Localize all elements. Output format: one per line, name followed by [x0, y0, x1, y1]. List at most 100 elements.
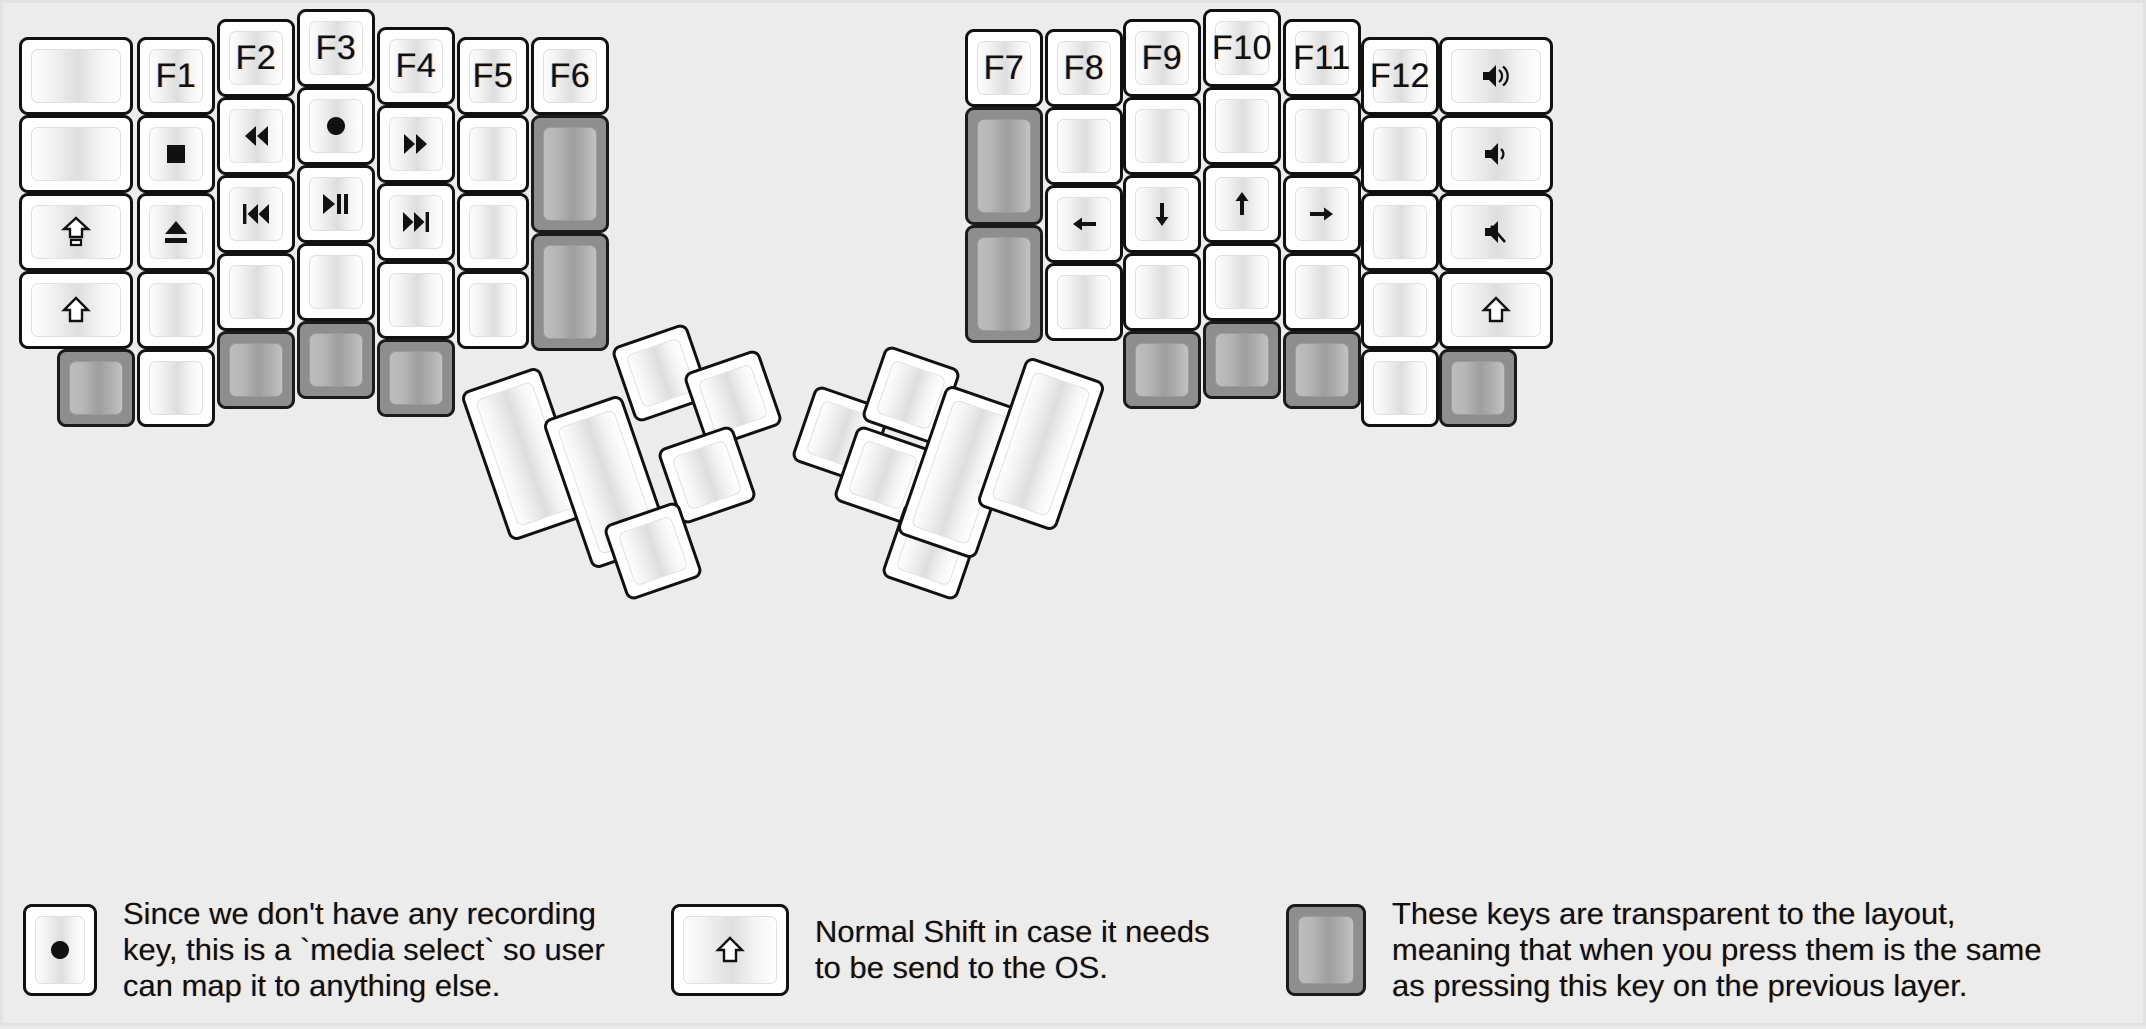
key-label: F10: [1211, 29, 1273, 67]
key-blank[interactable]: [19, 37, 133, 115]
keycap-surface: [389, 273, 443, 327]
key-f1[interactable]: F1: [137, 37, 215, 115]
keycap-surface: [1451, 49, 1541, 103]
transparent-key[interactable]: [1123, 331, 1201, 409]
keycap-surface: [1451, 205, 1541, 259]
transparent-key[interactable]: [1203, 321, 1281, 399]
key-blank[interactable]: [1123, 253, 1201, 331]
media-playpause-icon: [321, 189, 351, 219]
key-blank[interactable]: [1123, 97, 1201, 175]
keycap-surface: [543, 245, 597, 339]
key-blank[interactable]: [19, 115, 133, 193]
key-blank[interactable]: [457, 115, 529, 193]
key-blank[interactable]: [457, 271, 529, 349]
key-media-rewind[interactable]: [217, 97, 295, 175]
key-f6[interactable]: F6: [531, 37, 609, 115]
keycap-surface: [1135, 343, 1189, 397]
keycap-surface: [389, 351, 443, 405]
key-f7[interactable]: F7: [965, 29, 1043, 107]
key-media-next-track[interactable]: [377, 183, 455, 261]
transparent-key[interactable]: [1283, 331, 1361, 409]
key-blank[interactable]: [1361, 115, 1439, 193]
transparent-key[interactable]: [57, 349, 135, 427]
arrow-left-icon: [1069, 209, 1099, 239]
legend-transparent-keys: These keys are transparent to the layout…: [1286, 871, 2042, 1029]
transparent-key[interactable]: [965, 107, 1043, 225]
key-arrow-right[interactable]: [1283, 175, 1361, 253]
key-blank[interactable]: [137, 349, 215, 427]
key-label: F2: [235, 39, 277, 77]
key-volume-up[interactable]: [1439, 37, 1553, 115]
legend-transparent-keys-swatch[interactable]: [1286, 904, 1366, 996]
key-blank[interactable]: [1203, 243, 1281, 321]
keycap-surface: F2: [229, 31, 283, 85]
keycap-surface: [1295, 343, 1349, 397]
transparent-key[interactable]: [1439, 349, 1517, 427]
key-blank[interactable]: [1283, 253, 1361, 331]
key-media-record[interactable]: [297, 87, 375, 165]
key-blank[interactable]: [137, 271, 215, 349]
key-caps-lock[interactable]: [19, 193, 133, 271]
keycap-surface: [149, 205, 203, 259]
legend-line: can map it to anything else.: [123, 967, 501, 1003]
key-f5[interactable]: F5: [457, 37, 529, 115]
keycap-surface: [229, 265, 283, 319]
key-media-stop[interactable]: [137, 115, 215, 193]
keycap-surface: [1057, 275, 1111, 329]
key-blank[interactable]: [1361, 193, 1439, 271]
key-f8[interactable]: F8: [1045, 29, 1123, 107]
key-shift[interactable]: [1439, 271, 1553, 349]
key-blank[interactable]: [1045, 263, 1123, 341]
media-prev-track-icon: [241, 199, 271, 229]
transparent-key[interactable]: [217, 331, 295, 409]
legend-media-select-swatch[interactable]: [23, 904, 97, 996]
shift-icon: [61, 295, 91, 325]
key-blank[interactable]: [1361, 349, 1439, 427]
key-blank[interactable]: [1361, 271, 1439, 349]
key-media-prev-track[interactable]: [217, 175, 295, 253]
transparent-key[interactable]: [965, 225, 1043, 343]
keycap-surface: [1295, 187, 1349, 241]
key-f9[interactable]: F9: [1123, 19, 1201, 97]
key-f10[interactable]: F10: [1203, 9, 1281, 87]
key-arrow-left[interactable]: [1045, 185, 1123, 263]
keycap-surface: [1135, 109, 1189, 163]
key-media-fastforward[interactable]: [377, 105, 455, 183]
media-rewind-icon: [241, 121, 271, 151]
media-record-icon: [321, 111, 351, 141]
transparent-key[interactable]: [531, 233, 609, 351]
key-blank[interactable]: [1203, 87, 1281, 165]
keycap-surface: [1215, 333, 1269, 387]
key-volume-down[interactable]: [1439, 115, 1553, 193]
key-f11[interactable]: F11: [1283, 19, 1361, 97]
transparent-key[interactable]: [297, 321, 375, 399]
key-blank[interactable]: [1283, 97, 1361, 175]
key-blank[interactable]: [457, 193, 529, 271]
legend-normal-shift-swatch[interactable]: [671, 904, 789, 996]
key-f12[interactable]: F12: [1361, 37, 1439, 115]
key-media-playpause[interactable]: [297, 165, 375, 243]
legend-line: Since we don't have any recording: [123, 896, 596, 932]
key-arrow-up[interactable]: [1203, 165, 1281, 243]
key-blank[interactable]: [297, 243, 375, 321]
key-f4[interactable]: F4: [377, 27, 455, 105]
key-f2[interactable]: F2: [217, 19, 295, 97]
key-shift[interactable]: [19, 271, 133, 349]
key-volume-mute[interactable]: [1439, 193, 1553, 271]
key-blank[interactable]: [1045, 107, 1123, 185]
keycap-surface: [1135, 187, 1189, 241]
keycap-surface: F10: [1211, 21, 1273, 75]
key-blank[interactable]: [377, 261, 455, 339]
key-label: F3: [315, 29, 357, 67]
transparent-key[interactable]: [531, 115, 609, 233]
key-label: F1: [155, 57, 197, 95]
key-arrow-down[interactable]: [1123, 175, 1201, 253]
legend-line: key, this is a `media select` so user: [123, 932, 605, 968]
keycap-surface: F12: [1370, 49, 1430, 103]
key-f3[interactable]: F3: [297, 9, 375, 87]
key-media-eject[interactable]: [137, 193, 215, 271]
key-blank[interactable]: [217, 253, 295, 331]
transparent-key[interactable]: [377, 339, 455, 417]
keycap-surface: [1215, 255, 1269, 309]
